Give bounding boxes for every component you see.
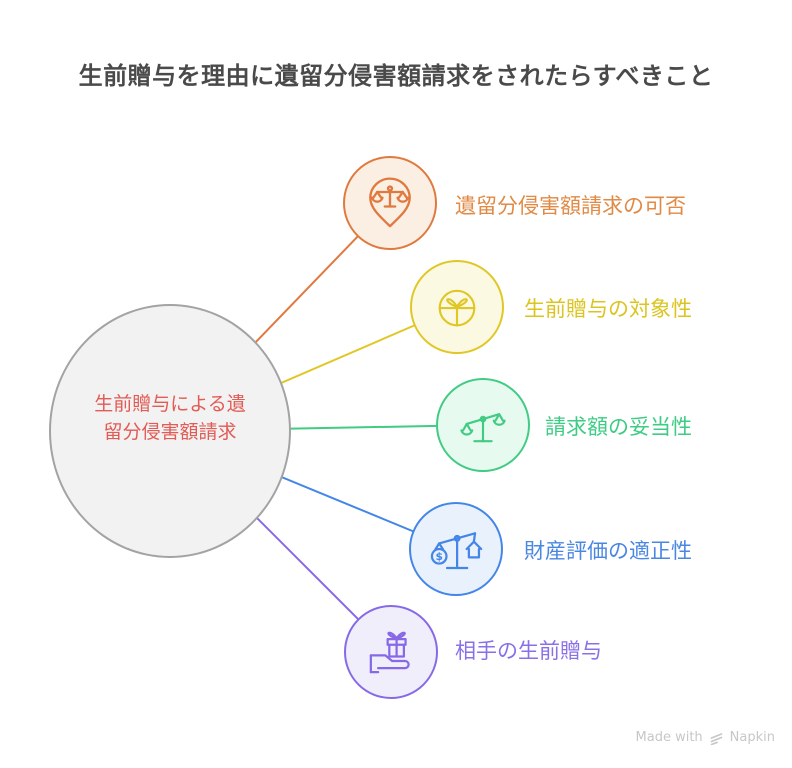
node-claim-amount-validity <box>436 378 530 472</box>
label-claim-amount-validity: 請求額の妥当性 <box>545 415 692 439</box>
label-opponent-gift: 相手の生前贈与 <box>455 639 602 663</box>
label-asset-valuation: 財産評価の適正性 <box>524 539 692 563</box>
gift-in-hand-icon <box>369 631 410 674</box>
center-node: 生前贈与による遺留分侵害額請求 <box>49 304 291 558</box>
round-gift-icon <box>438 289 476 327</box>
napkin-logo-icon <box>710 733 723 745</box>
balance-scale-icon <box>460 413 506 443</box>
svg-text:$: $ <box>435 550 442 563</box>
node-asset-valuation: $ <box>409 502 503 596</box>
node-claim-possibility <box>343 156 437 250</box>
center-label: 生前贈与による遺留分侵害額請求 <box>94 393 246 443</box>
node-gift-eligibility <box>410 260 504 354</box>
label-gift-eligibility: 生前贈与の対象性 <box>524 297 692 321</box>
node-opponent-gift <box>344 605 438 699</box>
label-claim-possibility: 遺留分侵害額請求の可否 <box>455 194 686 218</box>
page-title: 生前贈与を理由に遺留分侵害額請求をされたらすべきこと <box>78 62 714 90</box>
napkin-brand-text: Napkin <box>729 730 775 745</box>
made-with-text: Made with <box>635 730 703 745</box>
scales-map-pin-icon <box>369 177 411 228</box>
made-with-napkin: Made with Napkin <box>636 730 775 745</box>
money-house-scale-icon: $ <box>430 532 483 570</box>
